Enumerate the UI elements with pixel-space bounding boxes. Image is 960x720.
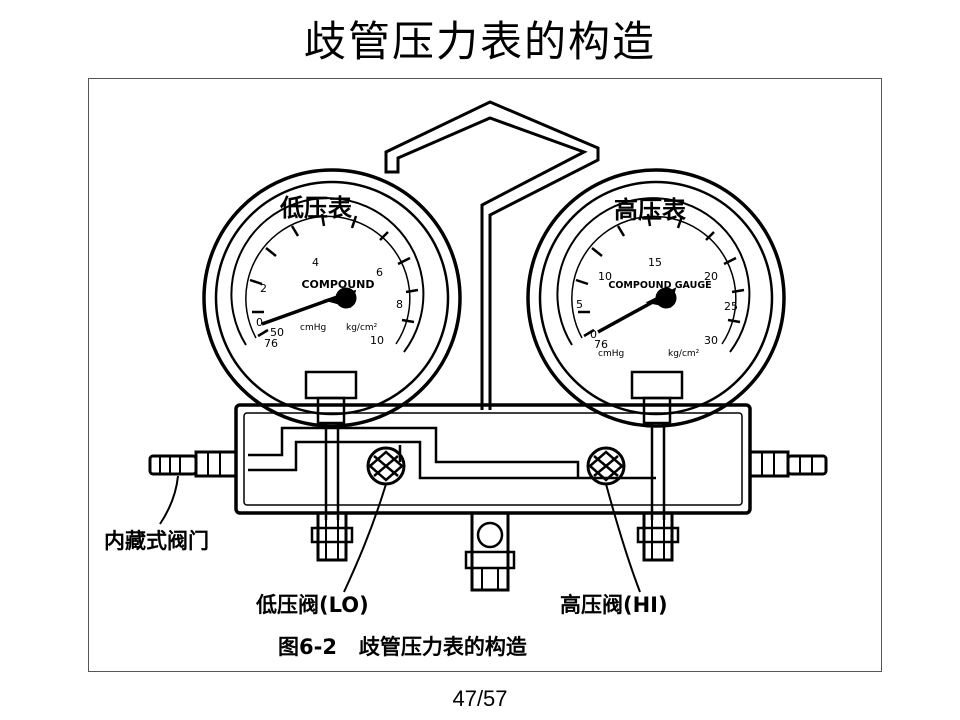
low-gauge-tick: 2 — [260, 282, 267, 295]
hi-valve-knob — [586, 446, 626, 486]
high-gauge-face-text: COMPOUND GAUGE — [608, 280, 711, 291]
diagram-frame — [88, 78, 882, 672]
diagram-caption: 图6-2 歧管压力表的构造 — [278, 635, 528, 659]
high-gauge-tick: 76 — [594, 338, 608, 351]
bottom-fitting-left — [310, 513, 354, 562]
slide-title: 歧管压力表的构造 — [303, 17, 656, 66]
low-gauge-tick: 8 — [396, 298, 403, 311]
leader-lo-valve — [343, 483, 387, 593]
low-gauge-label: 低压表 — [279, 194, 353, 222]
low-gauge-units-left: cmHg — [300, 323, 326, 333]
low-gauge-tick: 10 — [370, 334, 384, 347]
high-gauge-tick: 5 — [576, 298, 583, 311]
hi-valve-label: 高压阀(HI) — [560, 593, 668, 617]
lo-valve-label: 低压阀(LO) — [255, 593, 369, 617]
high-pressure-gauge: COMPOUND GAUGE cmHg kg/cm² 5 10 15 20 25… — [526, 168, 786, 428]
high-gauge-tick: 20 — [704, 270, 718, 283]
manifold-body — [234, 403, 752, 515]
low-gauge-units-right: kg/cm² — [346, 323, 378, 333]
high-gauge-stem — [630, 370, 684, 520]
leader-hi-valve — [605, 483, 641, 593]
low-gauge-tick: 76 — [264, 337, 278, 350]
high-gauge-units-right: kg/cm² — [668, 349, 700, 359]
left-side-port — [148, 450, 238, 478]
low-gauge-face-text: COMPOUND — [301, 278, 374, 291]
right-side-port — [748, 450, 828, 478]
page-number: 47/57 — [452, 686, 508, 711]
high-gauge-label: 高压表 — [614, 196, 687, 224]
high-gauge-units-left: cmHg — [598, 349, 624, 359]
high-gauge-tick: 25 — [724, 300, 738, 313]
high-gauge-tick: 0 — [590, 328, 597, 341]
lo-valve-knob — [366, 446, 406, 486]
low-gauge-stem — [304, 370, 358, 520]
low-gauge-tick: 4 — [312, 256, 319, 269]
hanger-hook — [384, 100, 600, 410]
port-valve-label: 内藏式阀门 — [104, 529, 209, 553]
high-gauge-tick: 30 — [704, 334, 718, 347]
low-gauge-tick: 6 — [376, 266, 383, 279]
low-pressure-gauge: COMPOUND cmHg kg/cm² 2 4 6 8 10 0 50 76 — [202, 168, 462, 428]
bottom-fitting-center — [464, 513, 516, 592]
high-gauge-tick: 10 — [598, 270, 612, 283]
bottom-fitting-right — [636, 513, 680, 562]
leader-port-valve — [159, 475, 179, 525]
high-gauge-tick: 15 — [648, 256, 662, 269]
low-gauge-tick: 0 — [256, 316, 263, 329]
low-gauge-tick: 50 — [270, 326, 284, 339]
